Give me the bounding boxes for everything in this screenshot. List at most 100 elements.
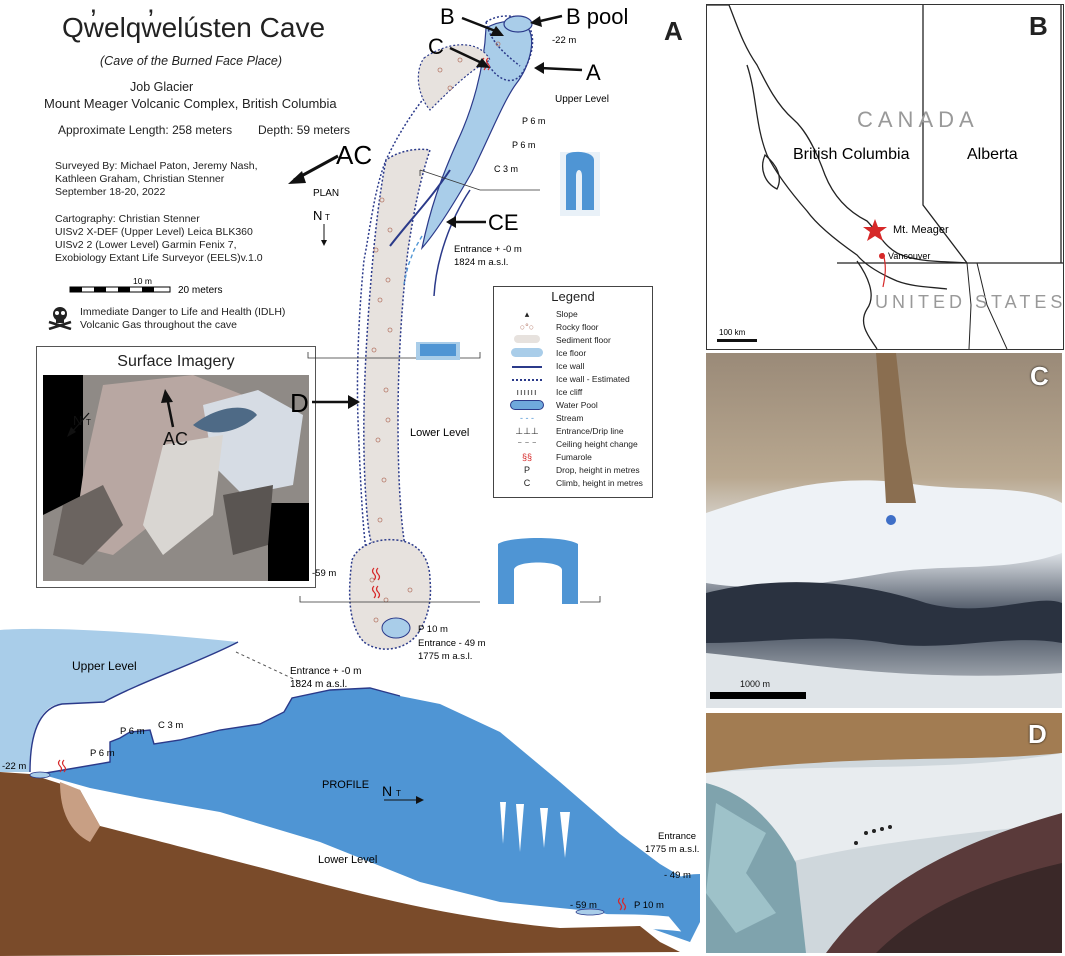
ice-wall-icon — [508, 361, 546, 371]
panel-label-d: D — [1028, 719, 1047, 749]
glacier-name: Job Glacier — [130, 80, 194, 94]
location-marker-icon — [886, 515, 896, 525]
legend-item: Stream — [556, 413, 584, 423]
scale-label: 1000 m — [740, 679, 770, 689]
plan-label-ce: CE — [488, 210, 519, 235]
arrow-icon — [490, 26, 504, 36]
north-arrow-icon — [416, 796, 424, 804]
cartography-credits: Cartography: Christian Stenner UISv2 X-D… — [55, 213, 295, 265]
arrow-icon — [161, 389, 173, 403]
arrow-icon — [288, 171, 306, 184]
arrow-icon — [446, 216, 456, 228]
label-mt-meager: Mt. Meager — [893, 224, 949, 236]
field-photo — [706, 713, 1062, 953]
legend-item: Ice wall - Estimated — [556, 374, 630, 384]
plan-entrance49-2: 1775 m a.s.l. — [418, 651, 472, 662]
surface-north: N — [73, 413, 82, 428]
scale-label-10: 10 m — [133, 276, 152, 286]
profile-p6b: P 6 m — [90, 748, 115, 759]
carto-line: Cartography: Christian Stenner — [55, 213, 200, 225]
survey-credits: Surveyed By: Michael Paton, Jeremy Nash,… — [55, 160, 285, 199]
surface-north-t: T — [86, 418, 91, 427]
legend-item: Ice wall — [556, 361, 585, 371]
plan-label-d: D — [290, 388, 309, 418]
plan-depth-59: -59 m — [312, 568, 336, 579]
plan-orientation: AC PLAN N T — [288, 140, 372, 246]
fumarole-icon: §§ — [521, 452, 532, 462]
sediment-floor-icon — [508, 335, 546, 345]
slope-icon: ▴ — [524, 309, 530, 319]
label-united-states: UNITED STATES — [875, 292, 1063, 312]
plan-p6a: P 6 m — [522, 116, 545, 126]
plan-label-a: A — [586, 60, 601, 85]
north-true: T — [325, 213, 330, 222]
profile-depth-22: -22 m — [2, 761, 26, 772]
star-icon — [863, 219, 887, 241]
profile-lower-level: Lower Level — [318, 854, 377, 866]
idlh-line: Volcanic Gas throughout the cave — [80, 319, 238, 331]
arrow-icon — [476, 58, 490, 68]
carto-line: UISv2 X-DEF (Upper Level) Leica BLK360 — [55, 226, 253, 238]
profile-entrance-1: Entrance + -0 m — [290, 666, 361, 677]
surface-image: N T AC — [43, 375, 309, 581]
plan-p10: P 10 m — [418, 624, 448, 635]
plan-entrance-1: Entrance + -0 m — [454, 244, 522, 255]
aerial-photo-panel: 1000 m C — [706, 353, 1062, 708]
profile-entrance-2: 1824 m a.s.l. — [290, 679, 347, 690]
profile-c3: C 3 m — [158, 720, 183, 731]
field-photo-panel: D — [706, 713, 1062, 953]
plan-c3: C 3 m — [494, 164, 518, 174]
cave-length: Approximate Length: 258 meters — [58, 123, 233, 137]
plan-label: PLAN — [313, 188, 339, 199]
scale-bar: 10 m 20 meters — [69, 276, 222, 296]
legend-item: Ice floor — [556, 348, 587, 358]
legend-item: Sediment floor — [556, 335, 611, 345]
drop-symbol: P — [523, 465, 530, 475]
profile-depth-59: - 59 m — [570, 900, 597, 911]
survey-line: Kathleen Graham, Christian Stenner — [55, 173, 225, 185]
legend-item: Slope — [556, 309, 578, 319]
plan-label-c: C — [428, 34, 444, 59]
plan-view: B B pool -22 m C A Upper Level P 6 m P 6… — [290, 4, 628, 662]
map-subtitle: (Cave of the Burned Face Place) — [100, 54, 283, 68]
ice-cliff-icon: ıııııı — [516, 387, 538, 397]
legend-title: Legend — [551, 289, 595, 304]
regional-map: CANADA British Columbia Alberta Mt. Meag… — [707, 5, 1063, 349]
plan-lower-level: Lower Level — [410, 427, 469, 439]
plan-label-b: B — [440, 4, 455, 29]
cave-depth: Depth: 59 meters — [258, 123, 351, 137]
plan-entrance49-1: Entrance - 49 m — [418, 638, 486, 649]
label-ac: AC — [336, 140, 372, 170]
scale-label-20: 20 meters — [178, 285, 222, 296]
stream-icon: - - - — [520, 413, 534, 423]
profile-depth-49: - 49 m — [664, 870, 691, 881]
scale-label: 100 km — [719, 328, 746, 337]
volcanic-complex: Mount Meager Volcanic Complex, British C… — [44, 96, 337, 111]
aerial-photo: 1000 m — [706, 353, 1062, 708]
label-british-columbia: British Columbia — [793, 146, 910, 163]
map-title: Qw̓elqw̓elústen Cave — [62, 12, 326, 43]
north-arrow-icon — [67, 427, 76, 437]
profile-p10: P 10 m — [634, 900, 664, 911]
idlh-warning: Immediate Danger to Life and Health (IDL… — [80, 306, 320, 332]
legend-item: Climb, height in metres — [556, 478, 643, 488]
profile-entrance-r2: 1775 m a.s.l. — [645, 844, 699, 855]
carto-line: Exobiology Extant Life Surveyor (EELS)v.… — [55, 252, 263, 264]
survey-line: September 18-20, 2022 — [55, 186, 166, 198]
legend-item: Fumarole — [556, 452, 592, 462]
legend-item: Drop, height in metres — [556, 465, 640, 475]
profile-upper-level: Upper Level — [72, 659, 137, 673]
surface-imagery-title: Surface Imagery — [117, 353, 235, 370]
plan-entrance-2: 1824 m a.s.l. — [454, 257, 508, 268]
north-arrow-icon — [321, 240, 327, 246]
plan-label-b-pool: B pool — [566, 4, 628, 29]
climb-symbol: C — [523, 478, 531, 488]
arrow-icon — [530, 16, 542, 27]
surface-imagery-panel: Surface Imagery N T AC — [36, 346, 316, 588]
legend-item: Rocky floor — [556, 322, 599, 332]
idlh-line: Immediate Danger to Life and Health (IDL… — [80, 306, 286, 318]
rocky-floor-icon: ○°○ — [519, 322, 535, 332]
legend-item: Ice cliff — [556, 387, 583, 397]
profile-label: PROFILE — [322, 779, 369, 791]
north-label: N — [313, 208, 322, 223]
